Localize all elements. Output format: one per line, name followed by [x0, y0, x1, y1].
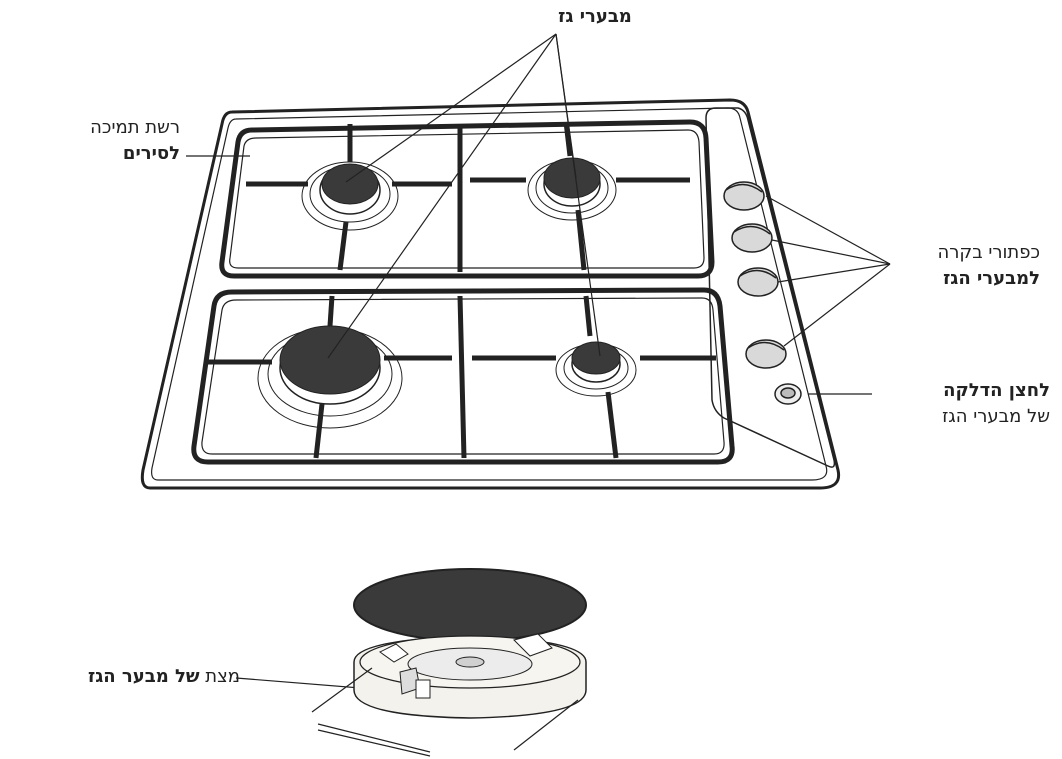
knob-3[interactable] [737, 267, 779, 297]
ignition-button-label: לחצן הדלקה של מבערי הגז [880, 378, 1050, 430]
control-knobs-label-line1: כפתורי בקרה [937, 242, 1041, 263]
ignition-button-label-line1: לחצן הדלקה [943, 380, 1050, 401]
control-knobs-label-line2: למבערי הגז [943, 268, 1040, 289]
burner-top-right [527, 157, 617, 221]
control-panel-strip [705, 107, 836, 468]
knob-2[interactable] [731, 223, 773, 253]
pan-support-grid-label: רשת תמיכה לסירים [40, 115, 180, 167]
gas-burners-label: מבערי גז [558, 6, 632, 27]
knob-4[interactable] [745, 339, 787, 369]
burner-top-left [301, 161, 399, 231]
pan-support-grid [191, 119, 735, 465]
exploded-burner [311, 568, 587, 757]
ignition-button-label-line2: של מבערי הגז [942, 406, 1050, 427]
pan-support-grid-label-line2: לסירים [122, 143, 180, 164]
burner-bottom-left [257, 325, 403, 429]
burner-bottom-right [555, 341, 637, 397]
igniter-element [415, 679, 431, 699]
control-knobs-label: כפתורי בקרה למבערי הגז [890, 240, 1041, 292]
burner-igniter-label: מצת של מבער הגז [10, 664, 240, 690]
knob-1[interactable] [723, 181, 765, 211]
pan-support-grid-label-line1: רשת תמיכה [90, 117, 180, 138]
ignition-button[interactable] [774, 383, 802, 405]
burner-igniter-label-plain: מצת [199, 666, 240, 687]
burner-igniter-label-bold: של מבער הגז [88, 666, 200, 687]
control-knobs [723, 181, 787, 369]
burner-cap-disc [353, 568, 587, 642]
leader-lines [186, 33, 891, 693]
